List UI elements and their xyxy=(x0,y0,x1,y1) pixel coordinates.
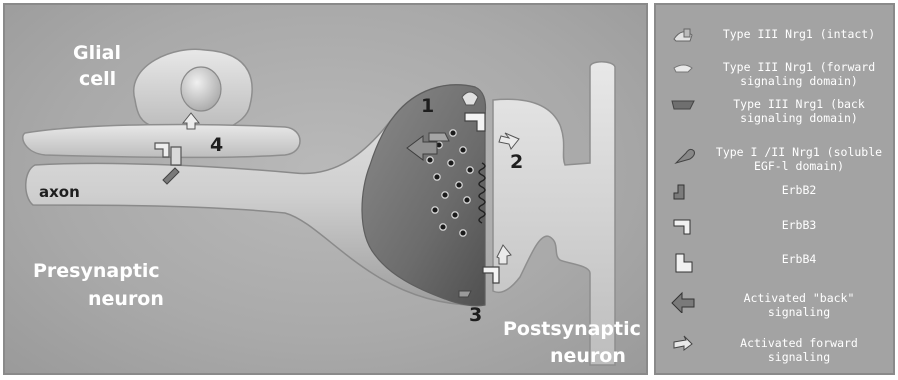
forward-signaling-arrow-icon xyxy=(670,334,698,362)
diagram-panel: Glial cell axon Presynaptic neuron Posts… xyxy=(3,3,648,375)
erbb3-icon xyxy=(670,216,698,244)
postsynaptic-label-line2: neuron xyxy=(550,345,626,367)
legend-panel: Type III Nrg1 (intact) Type III Nrg1 (for… xyxy=(654,3,895,375)
site-3-label: 3 xyxy=(469,304,482,326)
legend-item-label: Type III Nrg1 (back signaling domain) xyxy=(706,97,892,125)
synapse-diagram: Glial cell axon Presynaptic neuron Posts… xyxy=(5,5,646,373)
legend-item-label: ErbB3 xyxy=(706,218,892,232)
nrg1-back-domain-icon xyxy=(670,95,698,123)
nrg1-soluble-egf-icon xyxy=(670,143,698,171)
glial-cell-label-line2: cell xyxy=(79,68,116,90)
nrg1-forward-domain-icon xyxy=(670,58,698,86)
legend-item-label: ErbB4 xyxy=(706,252,892,266)
legend-item-label: Type III Nrg1 (intact) xyxy=(706,27,892,41)
legend-item-label: Type III Nrg1 (forward signaling domain) xyxy=(706,60,892,88)
legend-item-label: Activated "back" signaling xyxy=(706,291,892,319)
erbb2-icon xyxy=(670,181,698,209)
site-4-label: 4 xyxy=(210,134,223,156)
legend-item-label: Activated forward signaling xyxy=(706,336,892,364)
legend-item-label: ErbB2 xyxy=(706,183,892,197)
postsynaptic-label-line1: Postsynaptic xyxy=(503,318,641,340)
back-signaling-arrow-icon xyxy=(670,289,698,317)
glial-cell-label-line1: Glial xyxy=(73,42,121,64)
legend-item-label: Type I /II Nrg1 (soluble EGF-l domain) xyxy=(706,145,892,173)
erbb4-icon xyxy=(670,250,698,278)
presynaptic-label-line2: neuron xyxy=(88,288,164,310)
site-1-label: 1 xyxy=(421,95,434,117)
site-2-label: 2 xyxy=(510,151,523,173)
glial-nucleus xyxy=(181,67,221,111)
presynaptic-label-line1: Presynaptic xyxy=(33,260,160,282)
nrg1-intact-icon xyxy=(670,25,698,53)
axon-label: axon xyxy=(39,183,80,201)
glial-cell xyxy=(23,49,300,157)
